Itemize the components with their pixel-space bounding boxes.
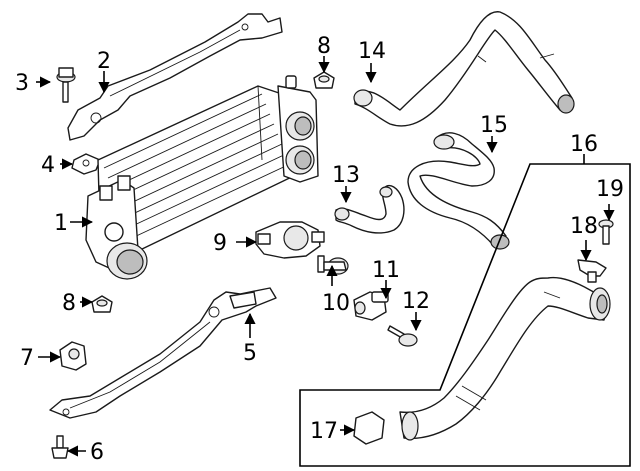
lower-bracket-part xyxy=(49,287,277,419)
callout-15: 15 xyxy=(480,113,508,138)
bolt-part-3 xyxy=(56,67,76,103)
callout-14: 14 xyxy=(358,39,386,64)
callout-numbers: 1 2 3 4 5 6 7 8 8 9 10 11 12 13 14 15 16… xyxy=(15,34,624,465)
hose-assembly-box-16 xyxy=(299,163,631,467)
clip-part-4 xyxy=(71,153,101,175)
leader-lines xyxy=(36,56,615,457)
bolt-part-12 xyxy=(387,325,418,347)
callout-1: 1 xyxy=(54,211,68,236)
callout-8-bottom: 8 xyxy=(62,291,76,316)
callout-3: 3 xyxy=(15,71,29,96)
callout-9: 9 xyxy=(213,231,227,256)
callout-10: 10 xyxy=(322,291,350,316)
clip-part-7 xyxy=(59,341,87,371)
hose-part-15 xyxy=(407,132,510,250)
callout-18: 18 xyxy=(570,214,598,239)
fitting-part-10 xyxy=(317,255,349,275)
callout-12: 12 xyxy=(402,289,430,314)
upper-bracket-part xyxy=(67,13,283,141)
intercooler-part xyxy=(85,75,319,280)
nut-part-8-bottom xyxy=(91,295,113,313)
callout-17: 17 xyxy=(310,419,338,444)
nut-part-8-top xyxy=(313,71,335,89)
callout-2: 2 xyxy=(97,49,111,74)
sensor-part-11 xyxy=(353,291,389,321)
hose-part-14 xyxy=(353,11,575,127)
callout-19: 19 xyxy=(596,177,624,202)
callout-5: 5 xyxy=(243,341,257,366)
callout-8-top: 8 xyxy=(317,34,331,59)
clamp-part-18 xyxy=(577,259,607,283)
callout-11: 11 xyxy=(372,258,400,283)
hose-part-13 xyxy=(334,184,405,234)
gasket-part-17 xyxy=(353,411,385,445)
hose-part-16 xyxy=(399,276,611,441)
callout-6: 6 xyxy=(90,440,104,465)
callout-4: 4 xyxy=(41,153,55,178)
valve-part-9 xyxy=(255,221,325,259)
callout-7: 7 xyxy=(20,346,34,371)
screw-part-19 xyxy=(598,219,614,245)
bolt-part-6 xyxy=(51,435,69,459)
callout-16: 16 xyxy=(570,132,598,157)
callout-13: 13 xyxy=(332,163,360,188)
